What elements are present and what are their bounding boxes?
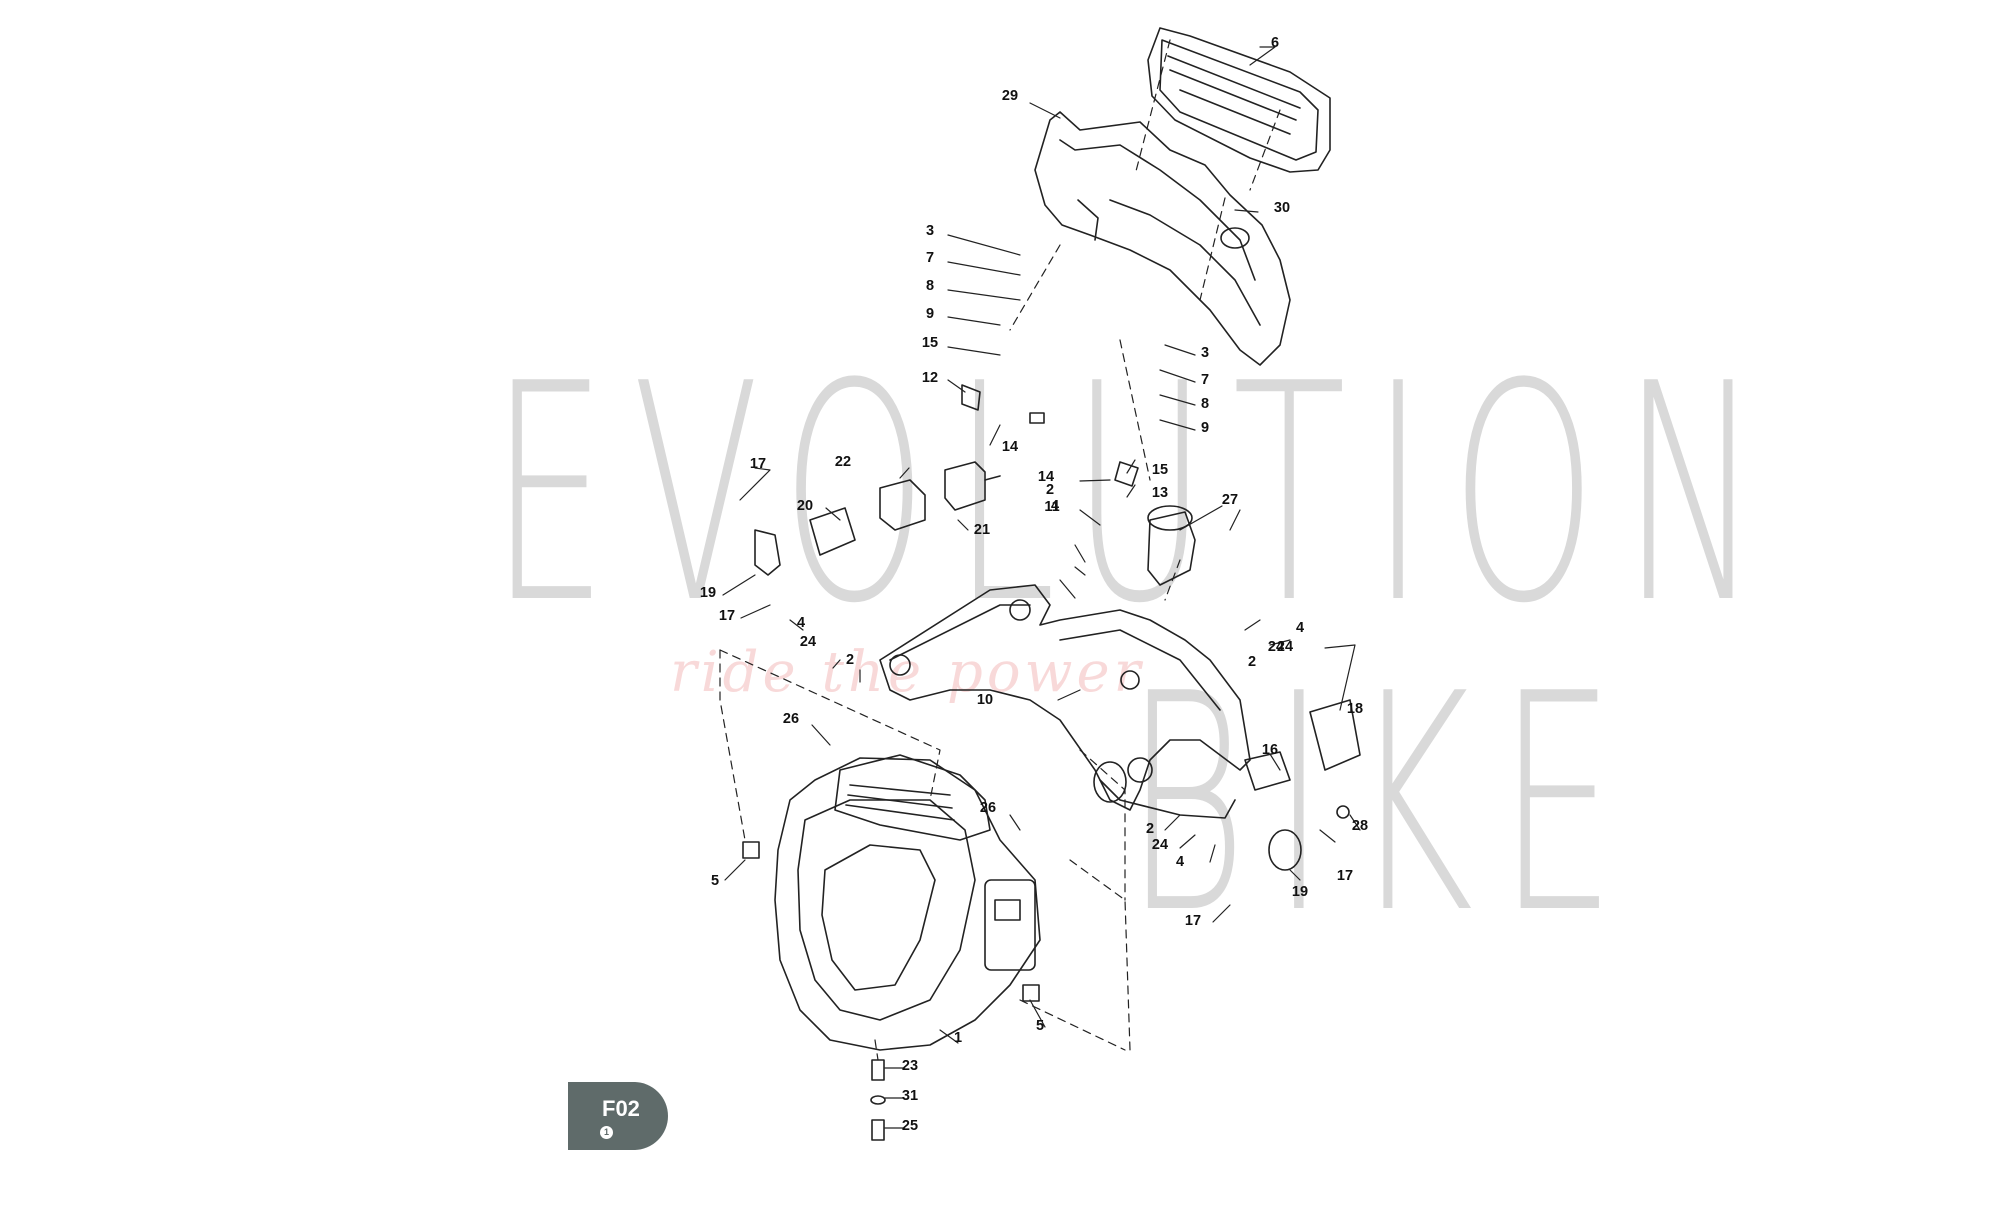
upper-bracket <box>1034 111 1291 366</box>
callout-8: 8 <box>1201 396 1209 412</box>
callout-11: 11 <box>1044 499 1059 515</box>
badge-label: F02 <box>602 1096 640 1121</box>
callout-4: 4 <box>797 615 805 631</box>
watermark-evolution: EVOLUTION <box>490 320 1786 669</box>
callout-17: 17 <box>750 456 766 472</box>
callout-18: 18 <box>1347 701 1363 717</box>
lower-frame-bracket <box>879 584 1251 819</box>
page-badge: F02 1 <box>568 1082 668 1150</box>
callout-15: 15 <box>1152 462 1168 478</box>
callout-10: 10 <box>977 692 993 708</box>
callout-17: 17 <box>1185 913 1201 929</box>
callout-27: 27 <box>1222 492 1238 508</box>
callout-15: 15 <box>922 335 938 351</box>
leader-lines <box>722 46 1361 1129</box>
callout-2: 2 <box>1248 654 1256 670</box>
callout-19: 19 <box>700 585 716 601</box>
callout-25: 25 <box>902 1118 918 1134</box>
callout-30: 30 <box>1274 200 1290 216</box>
callout-20: 20 <box>797 498 813 514</box>
callout-2: 2 <box>1146 821 1154 837</box>
callout-23: 23 <box>902 1058 918 1074</box>
callout-29: 29 <box>1002 88 1018 104</box>
instrument-cluster <box>1147 27 1331 173</box>
callout-8: 8 <box>926 278 934 294</box>
badge-sub-number: 1 <box>600 1126 613 1139</box>
callout-24: 24 <box>1268 639 1284 655</box>
callout-22: 22 <box>835 454 851 470</box>
callout-14: 14 <box>1002 439 1018 455</box>
callout-9: 9 <box>1201 420 1209 436</box>
callout-16: 16 <box>1262 742 1278 758</box>
callout-26: 26 <box>980 800 996 816</box>
callout-9: 9 <box>926 306 934 322</box>
headlight-assembly <box>774 754 1041 1051</box>
callout-26: 26 <box>783 711 799 727</box>
callout-5: 5 <box>1036 1018 1044 1034</box>
callout-1: 1 <box>954 1030 962 1046</box>
callout-5: 5 <box>711 873 719 889</box>
callout-6: 6 <box>1271 35 1279 51</box>
callout-12: 12 <box>922 370 938 386</box>
watermark-tagline: ride the power <box>670 640 1145 705</box>
callout-19: 19 <box>1292 884 1308 900</box>
callout-7: 7 <box>926 250 934 266</box>
small-parts <box>742 384 1361 1141</box>
watermark-bike: BIKE <box>1125 630 1641 979</box>
callout-24: 24 <box>1152 837 1168 853</box>
callout-31: 31 <box>902 1088 918 1104</box>
callout-24: 24 <box>800 634 816 650</box>
callout-2: 2 <box>1046 482 1054 498</box>
callout-28: 28 <box>1352 818 1368 834</box>
callout-4: 4 <box>1176 854 1184 870</box>
callout-17: 17 <box>1337 868 1353 884</box>
callout-13: 13 <box>1152 485 1168 501</box>
alignment-lines <box>719 39 1281 1061</box>
callout-3: 3 <box>1201 345 1209 361</box>
callout-17: 17 <box>719 608 735 624</box>
callout-4: 4 <box>1296 620 1304 636</box>
callout-21: 21 <box>974 522 990 538</box>
callout-14: 14 <box>1038 469 1054 485</box>
callout-4: 4 <box>1051 498 1059 514</box>
callout-7: 7 <box>1201 372 1209 388</box>
callout-3: 3 <box>926 223 934 239</box>
callout-24: 24 <box>1277 639 1293 655</box>
callout-2: 2 <box>846 652 854 668</box>
